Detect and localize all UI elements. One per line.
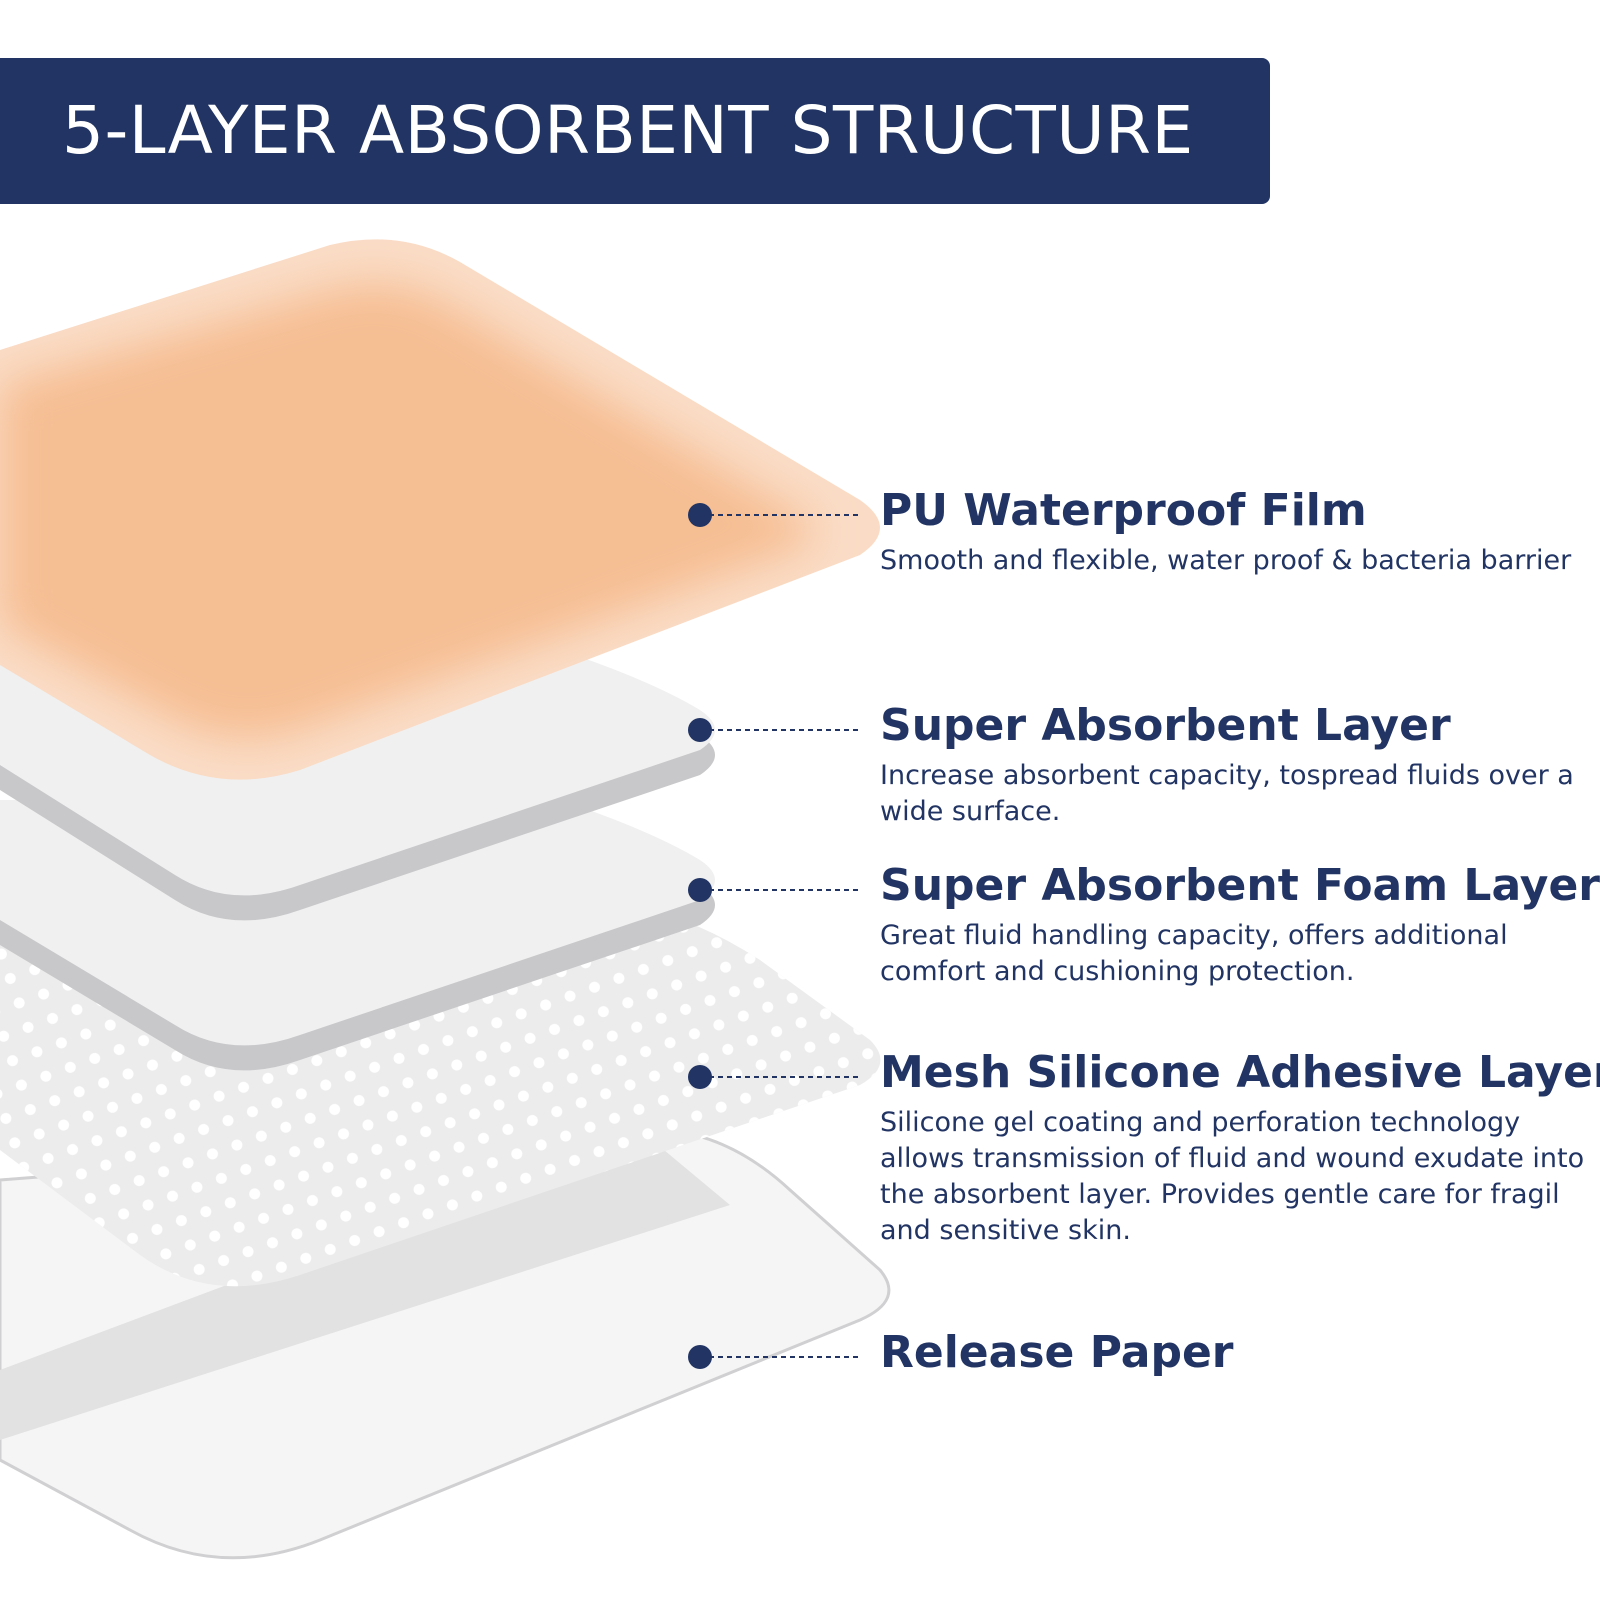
callout-dot [688,878,712,902]
layer-description: Silicone gel coating and perforation tec… [880,1107,1585,1246]
layer-name: Super Absorbent Layer [880,700,1451,751]
callout-dot [688,503,712,527]
layer-name: Release Paper [880,1327,1234,1378]
callout-dot [688,718,712,742]
layer-description: Increase absorbent capacity, tospread fl… [880,760,1574,827]
layer-description: Smooth and flexible, water proof & bacte… [880,545,1572,576]
layer-name: Mesh Silicone Adhesive Layer [880,1047,1600,1098]
callout-dot [688,1065,712,1089]
layer-description: Great fluid handling capacity, offers ad… [880,920,1508,987]
layer-name: PU Waterproof Film [880,485,1367,536]
page-title: 5-LAYER ABSORBENT STRUCTURE [62,92,1194,169]
layer-name: Super Absorbent Foam Layer [880,860,1600,911]
title-banner: 5-LAYER ABSORBENT STRUCTURE [0,58,1270,204]
pu-waterproof-film-shape [0,239,880,780]
callout-dot [688,1345,712,1369]
layer-label: Release Paper [880,1327,1590,1379]
